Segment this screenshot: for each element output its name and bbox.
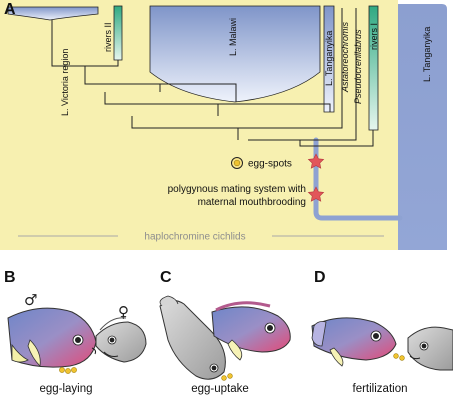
- egg-laying-caption: egg-laying: [39, 383, 92, 395]
- rivers-i-label: rivers I: [369, 23, 379, 50]
- panel-letter-d: D: [314, 269, 326, 286]
- haplochromine-lineage-line: [313, 137, 403, 221]
- mating-system-label-line1: polygynous mating system with: [168, 184, 306, 195]
- panel-b: B ♂ ♀ egg-laying: [4, 269, 147, 395]
- victoria-region-label: L. Victoria region: [60, 49, 70, 116]
- egg-uptake-caption: egg-uptake: [191, 383, 249, 395]
- tanganyika-lineage-column: [398, 4, 447, 250]
- uptake-male-fish-icon: [211, 301, 291, 361]
- egg-spots-star-icon: [307, 153, 325, 169]
- phylogeny-branches: [51, 8, 374, 147]
- uptake-grey-fish-icon: [159, 295, 233, 381]
- panel-c: C egg-uptake: [159, 269, 291, 395]
- male-symbol: ♂: [24, 291, 37, 309]
- panel-letter-b: B: [4, 269, 16, 286]
- egg-spots-label: egg-spots: [248, 159, 292, 170]
- tanganyika-small-shape: [323, 5, 335, 113]
- rivers-ii-shape: [113, 5, 123, 61]
- tanganyika-small-label: L. Tanganyika: [324, 31, 334, 86]
- haplochromine-cichlids-label: haplochromine cichlids: [144, 232, 245, 243]
- mating-system-label-line2: maternal mouthbrooding: [198, 197, 306, 208]
- mating-system-star-icon: [307, 186, 325, 202]
- rivers-ii-label: rivers II: [103, 22, 113, 52]
- fertilization-caption: fertilization: [353, 383, 408, 395]
- male-fish-icon: [7, 307, 97, 374]
- panel-letter-c: C: [160, 269, 172, 286]
- fertilization-male-fish-icon: [311, 317, 405, 367]
- panel-letter-a: A: [4, 1, 16, 18]
- female-fish-icon: [95, 317, 147, 363]
- panel-a: L. Victoria region rivers II L. Malawi L…: [0, 0, 447, 250]
- fertilization-grey-fish-icon: [407, 326, 453, 371]
- tanganyika-big-label: L. Tanganyika: [422, 27, 432, 82]
- egg-spot-icon: [231, 157, 243, 169]
- victoria-lake-shape: [7, 6, 99, 21]
- astatoreochromis-label: Astatoreochromis: [340, 21, 350, 93]
- malawi-label: L. Malawi: [228, 18, 238, 56]
- malawi-lake-shape: [149, 5, 321, 103]
- panel-d: D fertilization: [311, 269, 453, 395]
- pseudocrenilabrus-label: Pseudocrenilabrus: [353, 29, 363, 104]
- female-symbol: ♀: [118, 303, 129, 321]
